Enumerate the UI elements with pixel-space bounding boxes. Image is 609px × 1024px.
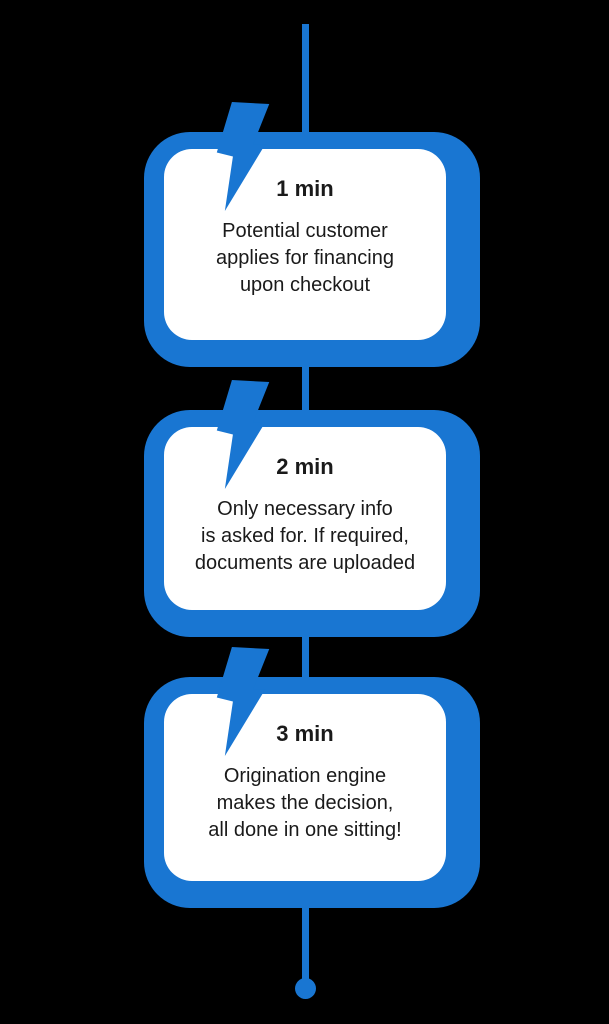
step-description-line: Potential customer xyxy=(222,220,388,242)
timeline-step-2: 2 min Only necessary info is asked for. … xyxy=(144,380,480,637)
step-description-line: upon checkout xyxy=(239,274,371,296)
timeline-step-3: 3 min Origination engine makes the decis… xyxy=(144,647,480,908)
timeline-step-1: 1 min Potential customer applies for fin… xyxy=(144,102,480,367)
step-description-line: all done in one sitting! xyxy=(208,819,402,841)
lightning-bolt-icon xyxy=(216,102,270,211)
step-time-label: 1 min xyxy=(276,176,334,201)
step-description: Only necessary info is asked for. If req… xyxy=(195,496,415,577)
step-description-line: documents are uploaded xyxy=(194,552,416,574)
step-panel: 1 min Potential customer applies for fin… xyxy=(164,149,446,340)
timeline-end-dot xyxy=(295,978,316,999)
step-panel: 2 min Only necessary info is asked for. … xyxy=(164,427,446,610)
step-description: Potential customer applies for financing… xyxy=(216,218,394,299)
step-panel: 3 min Origination engine makes the decis… xyxy=(164,694,446,881)
step-description-line: Only necessary info xyxy=(217,498,393,520)
lightning-bolt-icon xyxy=(216,647,270,756)
step-description-line: Origination engine xyxy=(223,765,387,787)
step-time-label: 3 min xyxy=(276,721,334,746)
step-description-line: applies for financing xyxy=(216,247,394,269)
step-description-line: is asked for. If required, xyxy=(201,525,409,547)
lightning-bolt-icon xyxy=(216,380,270,489)
step-description-line: makes the decision, xyxy=(216,792,394,814)
step-description: Origination engine makes the decision, a… xyxy=(208,763,401,844)
step-time-label: 2 min xyxy=(276,454,334,479)
